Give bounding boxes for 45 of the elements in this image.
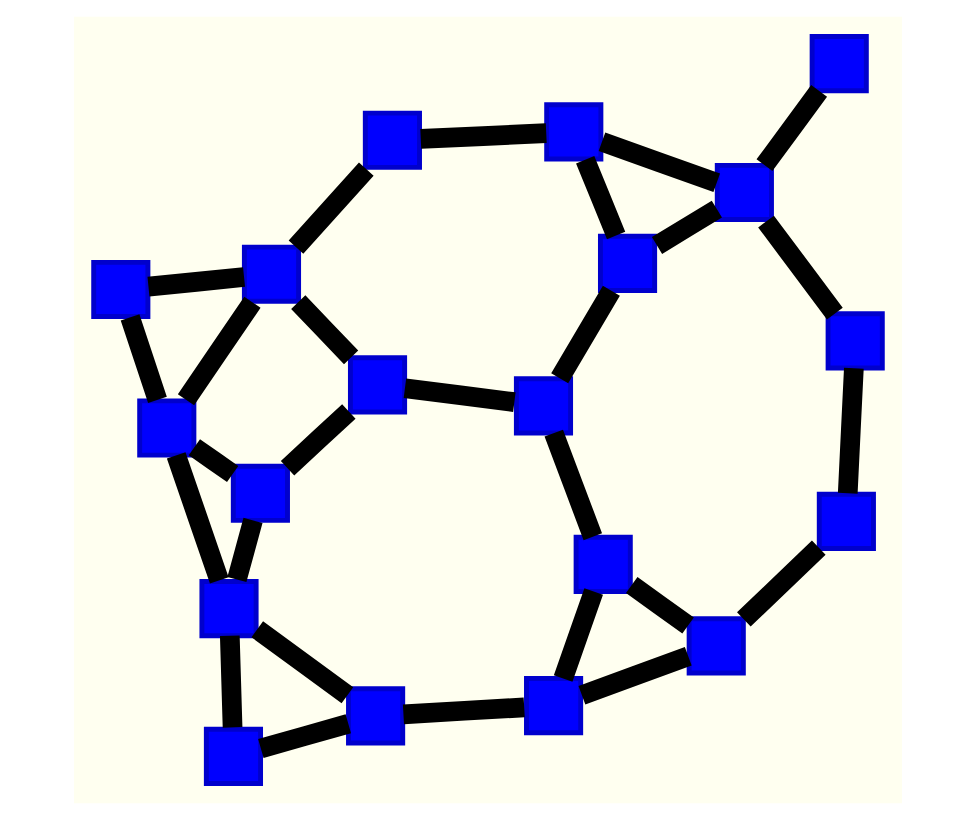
connector	[650, 200, 721, 254]
connector	[176, 296, 260, 406]
node-box	[596, 233, 657, 293]
node-box	[572, 534, 632, 594]
connector	[165, 452, 228, 584]
node-box	[90, 259, 150, 319]
connector	[187, 439, 238, 483]
node-box	[543, 102, 603, 162]
connector	[279, 404, 355, 476]
connector	[218, 635, 242, 728]
node-box	[685, 616, 745, 676]
connector	[401, 697, 524, 725]
node-box	[229, 463, 289, 523]
connector	[836, 367, 863, 494]
connector	[757, 215, 842, 320]
connector	[146, 267, 245, 297]
connector	[597, 132, 719, 192]
connector	[419, 123, 546, 149]
node-box	[512, 376, 573, 436]
connector	[624, 576, 693, 634]
node-box	[198, 579, 258, 639]
node-box	[713, 162, 773, 223]
node-box	[815, 491, 875, 551]
connector	[736, 540, 825, 627]
connector	[402, 378, 515, 412]
node-box	[808, 34, 868, 94]
node-box	[345, 686, 405, 746]
connector	[755, 85, 827, 171]
node-box	[202, 726, 262, 786]
node-box	[136, 398, 196, 458]
connector	[119, 314, 166, 404]
connector	[543, 429, 602, 541]
connector	[577, 646, 691, 705]
node-box	[240, 244, 301, 304]
connector	[552, 588, 602, 682]
connector	[257, 714, 350, 759]
node-box	[346, 355, 407, 415]
node-box	[361, 110, 421, 170]
connector	[250, 621, 353, 704]
node-box	[523, 676, 583, 736]
connector	[575, 155, 625, 240]
node-box	[824, 311, 884, 371]
connector	[287, 162, 373, 254]
connector	[550, 285, 619, 384]
connector	[290, 295, 358, 365]
